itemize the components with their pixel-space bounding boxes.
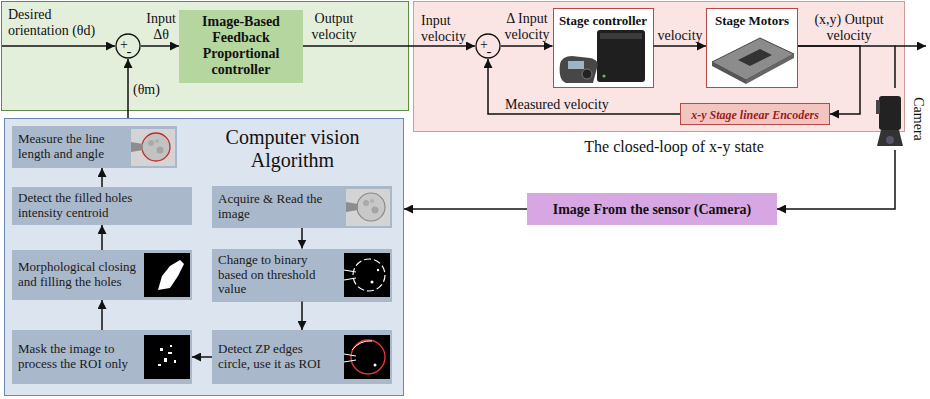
image-source-box: Image From the sensor (Camera): [527, 193, 777, 225]
step-label: Change to binary based on threshold valu…: [218, 253, 338, 298]
step-label: Detect the filled holes intensity centro…: [18, 191, 150, 221]
signal-label: Desired orientation (θd): [8, 7, 108, 39]
process-step: Mask the image to process the ROI only: [12, 330, 192, 384]
connector: [777, 150, 895, 209]
edge-label: Input Δθ: [143, 11, 179, 43]
process-step: Morphological closing and filling the ho…: [12, 250, 192, 300]
box-label: Stage controller: [559, 14, 647, 29]
vision-panel: Computer vision Algorithm Measure the lin…: [4, 118, 404, 396]
sign-label: -: [487, 43, 492, 60]
camera: Camera: [872, 88, 928, 150]
process-step: Acquire & Read the image: [212, 186, 392, 228]
stage-controller-box: Stage controller: [553, 8, 654, 88]
panel-heading: The closed-loop of x-y state: [584, 138, 764, 156]
edge-label: Measured velocity: [505, 97, 609, 113]
camera-icon: [886, 136, 894, 144]
camera-label: Camera: [910, 97, 926, 141]
box-label: Image-Based Feedback Proportional contro…: [183, 14, 299, 78]
edge-label: (θm): [133, 82, 160, 98]
process-step: Detect the filled holes intensity centro…: [12, 187, 192, 225]
step-label: Mask the image to process the ROI only: [18, 342, 138, 372]
edge-label: (x,y) Output velocity: [806, 12, 892, 44]
edge-label: velocity: [657, 28, 702, 44]
process-step: Measure the line length and angle: [12, 126, 177, 168]
camera-icon: [877, 130, 903, 146]
controller-box: Image-Based Feedback Proportional contro…: [179, 10, 303, 83]
signal-label: Input velocity: [421, 13, 471, 45]
panel-heading: Computer vision Algorithm: [210, 126, 375, 172]
summing-junction: +-: [475, 33, 501, 59]
connector: [404, 208, 527, 210]
process-step: Change to binary based on threshold valu…: [212, 249, 392, 302]
process-step: Detect ZP edges circle, use it as ROI: [212, 330, 392, 384]
box-label: Image From the sensor (Camera): [553, 202, 752, 218]
sign-label: -: [127, 43, 132, 60]
step-label: Measure the line length and angle: [18, 132, 126, 162]
box-label: x-y Stage linear Encoders: [691, 109, 819, 123]
step-label: Detect ZP edges circle, use it as ROI: [218, 342, 338, 372]
box-label: Stage Motors: [715, 14, 789, 29]
step-label: Morphological closing and filling the ho…: [18, 260, 138, 290]
edge-label: Δ Input velocity: [503, 11, 551, 43]
edge-label: Output velocity: [306, 11, 362, 43]
summing-junction: +-: [115, 33, 141, 59]
step-label: Acquire & Read the image: [218, 192, 338, 222]
stage-motors-box: Stage Motors: [706, 8, 798, 88]
encoder-box: x-y Stage linear Encoders: [680, 103, 830, 125]
